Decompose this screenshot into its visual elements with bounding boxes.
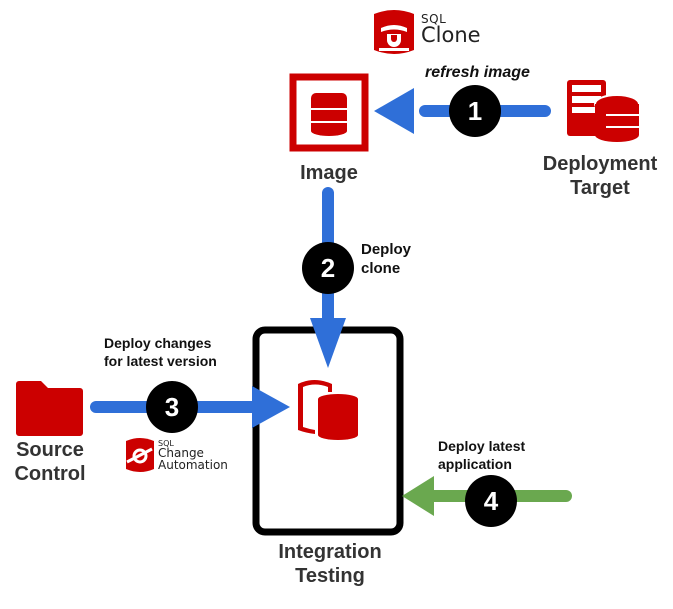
sca-brand-line2: Change — [158, 446, 204, 460]
step-2-note: Deploy clone — [361, 241, 411, 279]
source-control-label: Source Control — [0, 438, 100, 486]
source-control-line1: Source — [16, 439, 84, 461]
deployment-target-line2: Target — [570, 177, 630, 199]
step-2-note-line2: clone — [361, 259, 401, 277]
step-2-note-line1: Deploy — [361, 241, 412, 258]
step-3-note: Deploy changes for latest version — [104, 335, 217, 370]
sql-clone-brand-line2: Clone — [421, 23, 481, 47]
sql-clone-brand-line1: SQL — [421, 12, 447, 26]
integration-testing-label: Integration Testing — [258, 540, 402, 588]
sql-clone-logo-icon — [374, 10, 414, 54]
step-number-2: 2 — [320, 253, 336, 283]
step-4-note: Deploy latest application — [438, 438, 525, 473]
step-4-note-line1: Deploy latest — [438, 438, 526, 454]
step-3-note-line2: for latest version — [104, 352, 217, 369]
integration-testing-line1: Integration — [278, 541, 382, 563]
deployment-target-line1: Deployment — [542, 153, 658, 175]
step-badge-2 — [302, 242, 354, 294]
step-4-note-line2: application — [438, 455, 512, 472]
sql-clone-brand: SQL Clone — [421, 13, 481, 46]
step-number-1: 1 — [467, 96, 483, 126]
step-number-4: 4 — [483, 486, 499, 516]
sca-brand-line3: Automation — [158, 458, 228, 472]
sql-change-automation-logo-icon — [126, 438, 154, 472]
server-database-icon — [567, 80, 640, 142]
folder-icon — [16, 381, 83, 436]
step-3-note-line1: Deploy changes — [104, 335, 212, 351]
database-clone-icon — [298, 380, 358, 440]
integration-testing-line2: Testing — [295, 565, 365, 587]
source-control-line2: Control — [14, 463, 86, 485]
image-label: Image — [300, 162, 358, 184]
step-1-note: refresh image — [425, 64, 530, 81]
step-badge-4 — [465, 475, 517, 527]
step-number-3: 3 — [164, 392, 180, 422]
database-icon — [289, 73, 369, 152]
step-badge-3 — [146, 381, 198, 433]
sca-brand-line1: SQL — [158, 439, 174, 448]
sql-change-automation-brand: SQL Change Automation — [158, 439, 228, 472]
step-badge-1 — [449, 85, 501, 137]
deployment-target-label: Deployment Target — [530, 152, 670, 200]
